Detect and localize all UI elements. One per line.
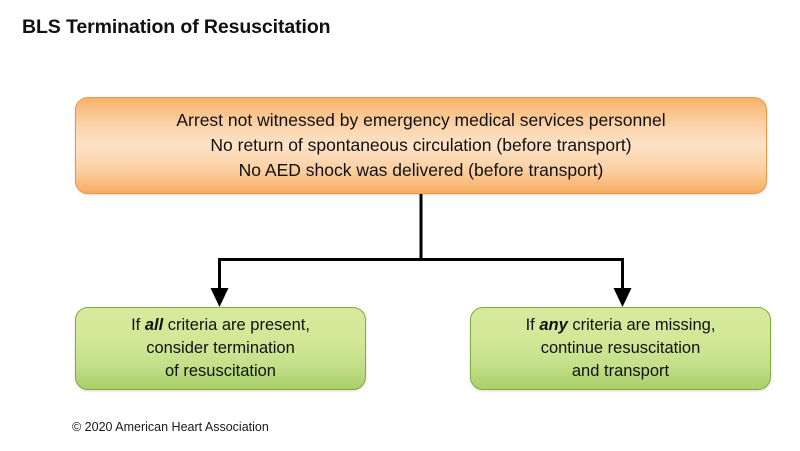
outcome-any-line-2: continue resuscitation [540, 339, 701, 357]
outcome-node-any: If any criteria are missing, continue re… [470, 307, 771, 390]
branch-left-arrowhead [210, 288, 229, 307]
outcome-node-all: If all criteria are present, consider te… [75, 307, 366, 390]
outcome-node-all-text: If all criteria are present, consider te… [123, 314, 318, 383]
outcome-all-seg-1: If [131, 316, 145, 334]
outcome-all-line-1: If all criteria are present, [131, 314, 310, 337]
criteria-node-text: Arrest not witnessed by emergency medica… [166, 108, 675, 183]
outcome-any-line-1: If any criteria are missing, [526, 314, 716, 337]
criteria-line-2: No return of spontaneous circulation (be… [210, 135, 632, 155]
branch-right-arrowhead [613, 288, 632, 307]
outcome-all-emphasis: all [144, 316, 164, 334]
criteria-line-1: Arrest not witnessed by emergency medica… [176, 110, 666, 130]
criteria-node: Arrest not witnessed by emergency medica… [75, 97, 767, 194]
outcome-all-line-2: consider termination [146, 339, 295, 357]
outcome-any-line-3: and transport [571, 362, 670, 380]
outcome-all-seg-3: criteria are present, [163, 316, 310, 334]
page-title: BLS Termination of Resuscitation [22, 16, 331, 38]
outcome-any-seg-3: criteria are missing, [567, 316, 716, 334]
outcome-any-seg-1: If [525, 316, 540, 334]
outcome-node-any-text: If any criteria are missing, continue re… [518, 314, 724, 383]
copyright-notice: © 2020 American Heart Association [72, 420, 269, 434]
criteria-line-3: No AED shock was delivered (before trans… [238, 160, 604, 180]
outcome-all-line-3: of resuscitation [165, 362, 276, 380]
outcome-any-emphasis: any [539, 316, 568, 334]
